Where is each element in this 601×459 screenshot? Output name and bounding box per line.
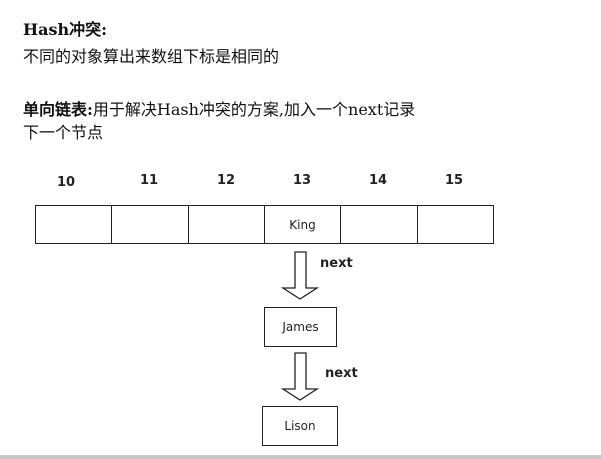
index-label: 11: [139, 173, 159, 188]
next-label: next: [320, 256, 353, 271]
list-node-james: James: [264, 307, 337, 347]
section-text-linked-list: 用于解决Hash冲突的方案,加入一个next记录: [92, 100, 416, 119]
section-text-linked-list-2: 下一个节点: [23, 123, 104, 142]
section-title-linked-list: 单向链表:: [23, 100, 93, 119]
index-label: 15: [444, 173, 464, 188]
section-title-hash-collision: Hash冲突:: [23, 20, 108, 39]
section-text-hash-collision: 不同的对象算出来数组下标是相同的: [23, 47, 280, 66]
down-arrow-icon: [280, 352, 320, 401]
index-label: 10: [56, 175, 76, 190]
section-linked-list: 单向链表:用于解决Hash冲突的方案,加入一个next记录: [23, 100, 415, 120]
bottom-divider: [0, 455, 601, 459]
index-label: 13: [292, 173, 312, 188]
list-node-lison: Lison: [262, 406, 338, 446]
array-cell: [417, 205, 494, 244]
down-arrow-icon: [280, 251, 320, 300]
index-label: 12: [216, 173, 236, 188]
index-label: 14: [368, 173, 388, 188]
next-label: next: [325, 366, 358, 381]
